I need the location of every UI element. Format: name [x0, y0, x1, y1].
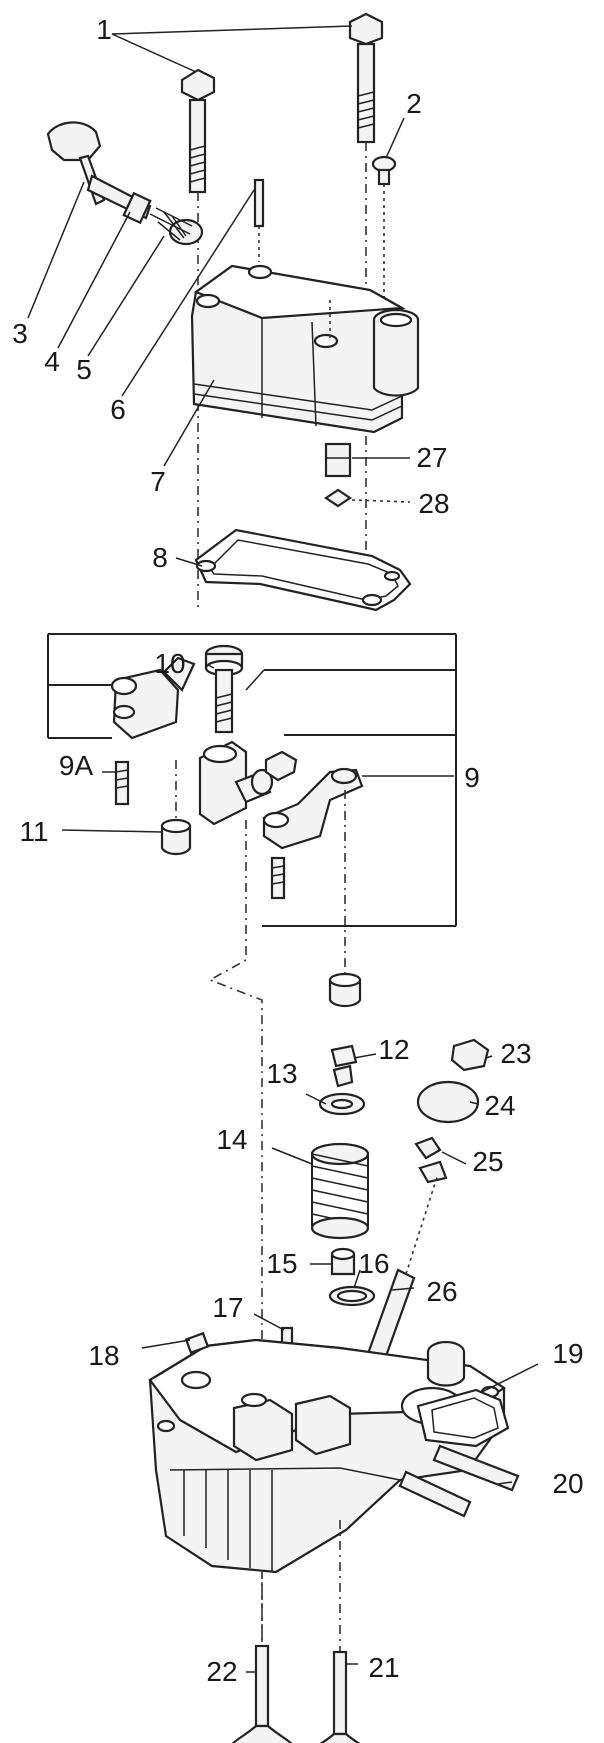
washer-part-16: [328, 1285, 376, 1307]
gasket-part-8: [194, 528, 412, 612]
callout-16: 16: [358, 1248, 390, 1279]
callout-23: 23: [500, 1038, 532, 1069]
pin-part-6: [253, 178, 265, 262]
callout-5: 5: [76, 354, 92, 385]
pivot-stud: [198, 740, 274, 826]
callout-3: 3: [12, 318, 28, 349]
guide-part-25: [414, 1136, 448, 1184]
cap-right: [328, 972, 362, 1008]
callout-12: 12: [378, 1034, 410, 1065]
callout-20: 20: [552, 1468, 584, 1499]
callout-9: 9: [464, 762, 480, 793]
adjust-screw-right: [270, 856, 286, 900]
callout-9a: 9A: [58, 750, 94, 781]
callout-2: 2: [406, 88, 422, 119]
cap-part-11: [160, 818, 192, 856]
callout-19: 19: [552, 1338, 584, 1369]
center-axis-zigzag: [175, 760, 346, 1648]
clamp-part-4: [122, 191, 152, 225]
bolt-left: [180, 68, 216, 194]
callout-22: 22: [206, 1656, 238, 1687]
gasket-part-19: [416, 1388, 510, 1448]
callout-7: 7: [150, 466, 166, 497]
callout-6: 6: [110, 394, 126, 425]
callout-25: 25: [472, 1146, 504, 1177]
bolt-part-10: [204, 644, 244, 734]
callout-8: 8: [152, 542, 168, 573]
callout-27: 27: [416, 442, 448, 473]
rocker-frame: [47, 633, 457, 927]
callout-15: 15: [266, 1248, 298, 1279]
spring-part-5: [149, 207, 204, 246]
callout-13: 13: [266, 1058, 298, 1089]
callout-18: 18: [88, 1340, 120, 1371]
callout-24: 24: [484, 1090, 516, 1121]
plate-part-24: [416, 1080, 480, 1124]
rocker-arm-left: [110, 656, 196, 740]
valve-part-22: [231, 1570, 293, 1743]
callout-28: 28: [418, 488, 450, 519]
callout-11: 11: [19, 816, 49, 847]
nipple-part-18: [184, 1331, 210, 1355]
callout-14: 14: [216, 1124, 248, 1155]
rocker-arm-right: [262, 750, 364, 850]
screw-part-2: [371, 155, 397, 300]
seal-part-15: [330, 1247, 356, 1276]
callout-10: 10: [154, 648, 186, 679]
callout-17: 17: [212, 1292, 244, 1323]
bolt-right: [348, 12, 384, 144]
keeper-part-12: [330, 1044, 358, 1088]
callout-4: 4: [44, 346, 60, 377]
valve-cover-part-7: [190, 264, 420, 434]
leader-lines: [27, 25, 539, 1673]
stud-part-20: [398, 1444, 520, 1518]
adjust-screw-9a: [114, 760, 130, 806]
callout-1: 1: [96, 14, 112, 45]
callout-21: 21: [368, 1652, 400, 1683]
plug-part-27: [324, 442, 352, 478]
valve-part-21: [319, 1520, 361, 1743]
retainer-part-13: [318, 1092, 366, 1116]
washer-part-28: [324, 488, 352, 508]
nut-part-23: [450, 1038, 490, 1072]
callout-26: 26: [426, 1276, 458, 1307]
spring-part-14: [310, 1142, 370, 1240]
